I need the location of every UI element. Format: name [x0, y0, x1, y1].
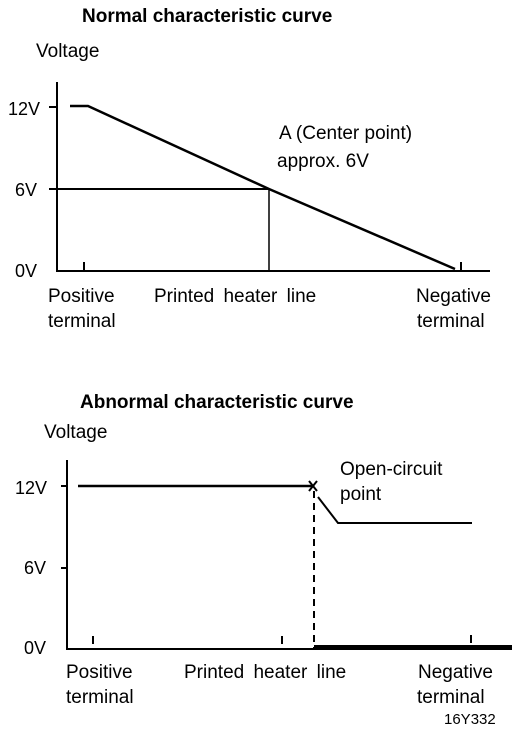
normal-tick-0v: 0V	[15, 261, 38, 281]
abnormal-xlabel-positive-terminal: terminal	[66, 687, 134, 708]
abnormal-xlabel-negative-terminal: terminal	[417, 687, 485, 708]
abnormal-xlabel-heater-line: Printed heater line	[184, 662, 347, 683]
open-circuit-marker	[308, 480, 318, 492]
abnormal-annotation-point: point	[340, 484, 382, 505]
normal-tick-12v: 12V	[8, 99, 41, 119]
normal-xlabel-negative: Negative	[416, 286, 491, 307]
abnormal-xlabel-positive: Positive	[66, 662, 133, 683]
normal-annotation-value: approx. 6V	[277, 151, 369, 172]
figure-code: 16Y332	[444, 711, 496, 728]
normal-xlabel-heater-line: Printed heater line	[154, 286, 317, 307]
abnormal-ylabel: Voltage	[44, 422, 108, 443]
abnormal-title: Abnormal characteristic curve	[80, 392, 354, 413]
abnormal-xlabel-negative: Negative	[418, 662, 493, 683]
normal-xlabel-negative-terminal: terminal	[417, 311, 485, 332]
abnormal-tick-0v: 0V	[24, 638, 47, 658]
abnormal-tick-6v: 6V	[24, 558, 47, 578]
normal-tick-6v: 6V	[15, 180, 38, 200]
normal-xlabel-positive: Positive	[48, 286, 115, 307]
normal-voltage-curve	[70, 104, 456, 271]
open-circuit-leader-line	[317, 496, 472, 524]
normal-ylabel: Voltage	[36, 41, 100, 62]
abnormal-annotation-label: Open-circuit	[340, 459, 443, 480]
normal-xlabel-positive-terminal: terminal	[48, 311, 116, 332]
abnormal-tick-12v: 12V	[15, 478, 48, 498]
normal-title: Normal characteristic curve	[82, 6, 333, 27]
normal-annotation-label: A (Center point)	[279, 123, 413, 144]
